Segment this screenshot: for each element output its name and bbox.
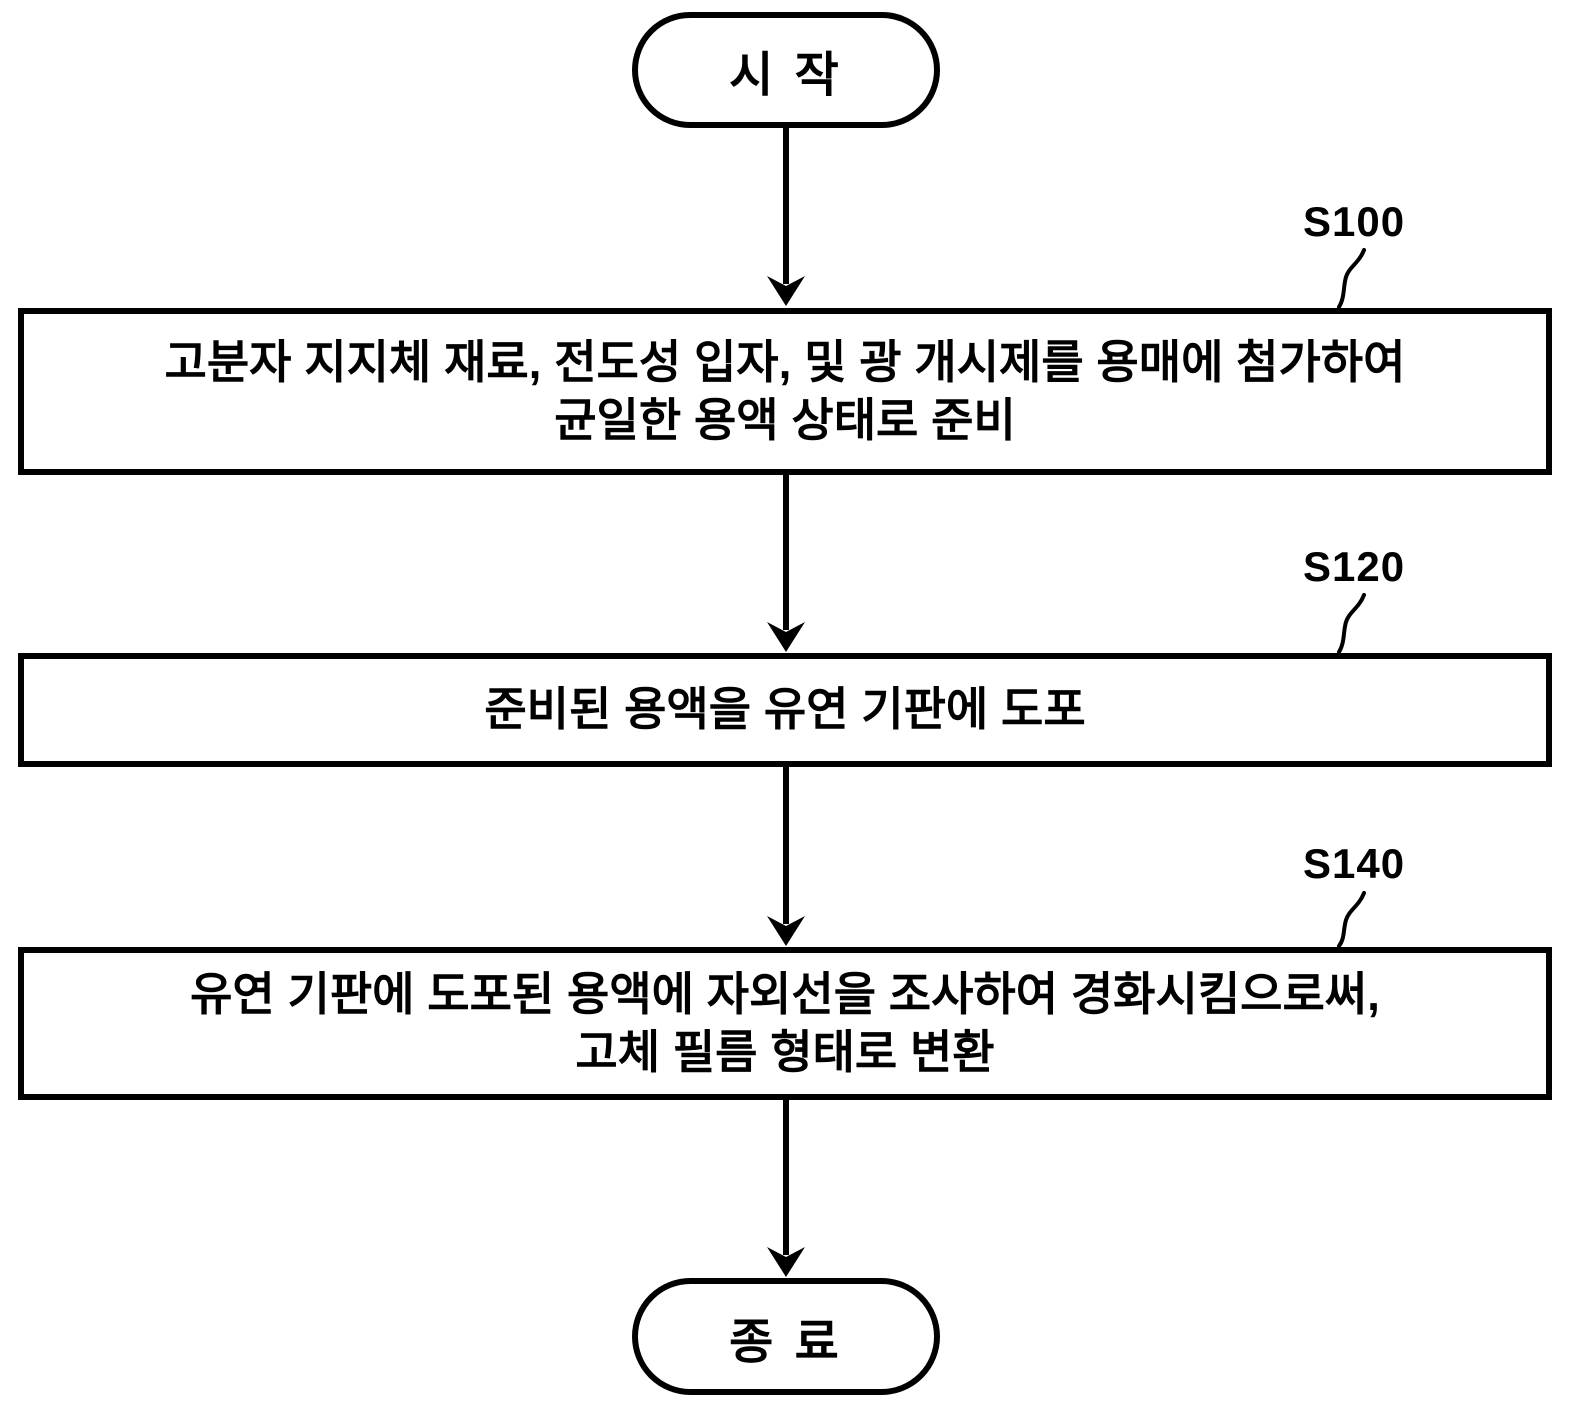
s100-leader-line bbox=[1337, 248, 1366, 309]
step-label-s120: S120 bbox=[1303, 543, 1406, 590]
end-terminal: 종 료 bbox=[632, 1278, 940, 1395]
process-step-s100: 고분자 지지체 재료, 전도성 입자, 및 광 개시제를 용매에 첨가하여 균일… bbox=[18, 308, 1552, 475]
process-step-s100-line2: 균일한 용액 상태로 준비 bbox=[554, 393, 1016, 446]
arrow-step1-to-step2 bbox=[767, 473, 805, 652]
step-label-s140: S140 bbox=[1303, 840, 1406, 887]
start-label: 시 작 bbox=[729, 49, 843, 102]
step-label-s100: S100 bbox=[1303, 198, 1406, 245]
arrow-step2-to-step3 bbox=[767, 765, 805, 946]
start-terminal: 시 작 bbox=[632, 12, 940, 128]
end-label: 종 료 bbox=[729, 1315, 843, 1369]
process-step-s120: 준비된 용액을 유연 기판에 도포 bbox=[18, 653, 1552, 767]
process-step-s140: 유연 기판에 도포된 용액에 자외선을 조사하여 경화시킴으로써, 고체 필름 … bbox=[18, 947, 1552, 1100]
s140-leader-line bbox=[1337, 891, 1366, 948]
process-step-s100-line1: 고분자 지지체 재료, 전도성 입자, 및 광 개시제를 용매에 첨가하여 bbox=[164, 335, 1406, 388]
s120-leader-line bbox=[1337, 593, 1366, 654]
arrow-step3-to-end bbox=[767, 1098, 805, 1277]
process-step-s140-line1: 유연 기판에 도포된 용액에 자외선을 조사하여 경화시킴으로써, bbox=[190, 967, 1380, 1020]
process-step-s140-line2: 고체 필름 형태로 변환 bbox=[575, 1025, 995, 1078]
process-step-s120-line1: 준비된 용액을 유연 기판에 도포 bbox=[484, 683, 1086, 736]
arrow-start-to-step1 bbox=[767, 127, 805, 306]
